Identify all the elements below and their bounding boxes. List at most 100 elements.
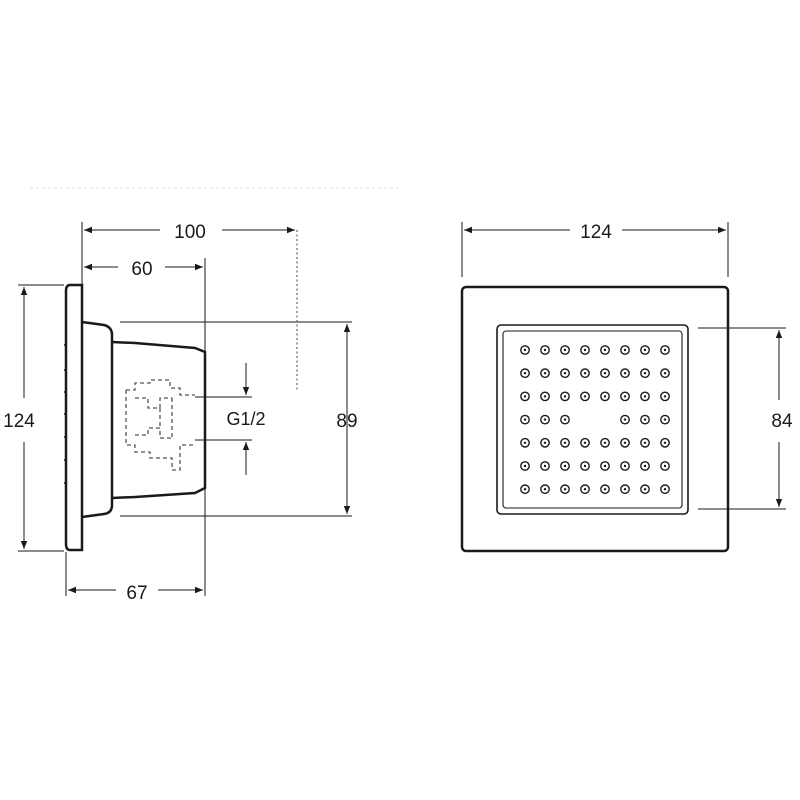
nozzle — [660, 391, 670, 402]
nozzle — [580, 437, 590, 448]
nozzle — [620, 437, 630, 448]
nozzle-hole — [643, 348, 647, 352]
nozzle-hole — [663, 348, 667, 352]
nozzle — [540, 484, 550, 495]
nozzle-hole — [583, 372, 587, 375]
nozzle-hole — [543, 348, 547, 352]
nozzle — [620, 461, 630, 471]
nozzle-hole — [583, 348, 587, 352]
nozzle — [520, 437, 530, 448]
side-plate-nozzles — [64, 344, 66, 484]
nozzle — [540, 437, 550, 448]
nozzle-hole — [523, 372, 527, 375]
nozzle-hole — [623, 441, 627, 444]
dim-100-label: 100 — [174, 222, 206, 243]
nozzle-hole — [643, 418, 647, 421]
nozzle-hole — [563, 418, 567, 421]
nozzle — [520, 391, 530, 402]
nozzle-hole — [583, 441, 587, 444]
nozzle — [640, 414, 650, 425]
nozzle — [560, 368, 570, 379]
nozzle — [540, 461, 550, 471]
nozzle-hole — [543, 464, 547, 468]
nozzle — [580, 391, 590, 402]
nozzle — [580, 461, 590, 471]
nozzle-hole — [603, 395, 607, 398]
nozzle-hole — [663, 418, 667, 421]
nozzle — [640, 484, 650, 495]
nozzle — [540, 391, 550, 402]
nozzle-hole — [523, 441, 527, 444]
nozzle — [520, 345, 530, 355]
nozzle — [640, 461, 650, 471]
dim-84-label: 84 — [771, 411, 793, 432]
front-outer-plate — [460, 285, 730, 553]
nozzle — [600, 437, 610, 448]
nozzle — [600, 484, 610, 495]
nozzle — [520, 414, 530, 425]
nozzle-hole — [603, 441, 607, 444]
nozzle — [620, 484, 630, 495]
dim-67-label: 67 — [126, 583, 147, 604]
nozzle — [520, 484, 530, 495]
nozzle — [560, 345, 570, 355]
nozzle-hole — [523, 418, 527, 421]
nozzle — [560, 437, 570, 448]
nozzle-hole — [663, 372, 667, 375]
dim-89-label: 89 — [336, 411, 357, 432]
nozzle-hole — [643, 441, 647, 444]
nozzle — [660, 345, 670, 355]
front-inner-panel-edge — [502, 330, 683, 509]
nozzle-hole — [523, 348, 527, 352]
nozzle — [660, 414, 670, 425]
nozzle-hole — [563, 441, 567, 444]
nozzle-hole — [603, 488, 607, 491]
nozzle — [620, 368, 630, 379]
dim-60-label: 60 — [131, 259, 152, 280]
nozzle-hole — [543, 395, 547, 398]
nozzle-hole — [643, 372, 647, 375]
nozzle-hole — [623, 464, 627, 468]
nozzle-grid — [520, 345, 670, 495]
nozzle — [600, 368, 610, 379]
nozzle — [640, 437, 650, 448]
nozzle-hole — [663, 488, 667, 491]
nozzle — [580, 484, 590, 495]
nozzle — [540, 414, 550, 425]
nozzle-hole — [583, 464, 587, 468]
nozzle-hole — [563, 372, 567, 375]
nozzle-hole — [563, 488, 567, 491]
nozzle-hole — [523, 464, 527, 468]
nozzle-hole — [583, 395, 587, 398]
nozzle — [560, 414, 570, 425]
nozzle-hole — [603, 464, 607, 468]
nozzle-hole — [523, 395, 527, 398]
nozzle — [520, 461, 530, 471]
nozzle-hole — [623, 418, 627, 421]
hidden-fitting — [125, 379, 195, 471]
nozzle — [640, 368, 650, 379]
nozzle-hole — [663, 441, 667, 444]
nozzle-hole — [563, 395, 567, 398]
nozzle-hole — [543, 418, 547, 421]
nozzle-hole — [643, 395, 647, 398]
nozzle — [660, 461, 670, 471]
nozzle — [660, 484, 670, 495]
nozzle-hole — [543, 372, 547, 375]
nozzle — [520, 368, 530, 379]
nozzle-hole — [523, 488, 527, 491]
nozzle-hole — [623, 348, 627, 352]
nozzle-hole — [603, 348, 607, 352]
nozzle-hole — [643, 488, 647, 491]
nozzle-hole — [603, 372, 607, 375]
dim-124-side-label: 124 — [3, 411, 35, 432]
nozzle — [660, 437, 670, 448]
nozzle-hole — [543, 441, 547, 444]
nozzle — [580, 368, 590, 379]
nozzle-hole — [663, 464, 667, 468]
nozzle — [560, 461, 570, 471]
nozzle — [600, 461, 610, 471]
nozzle-hole — [643, 464, 647, 468]
